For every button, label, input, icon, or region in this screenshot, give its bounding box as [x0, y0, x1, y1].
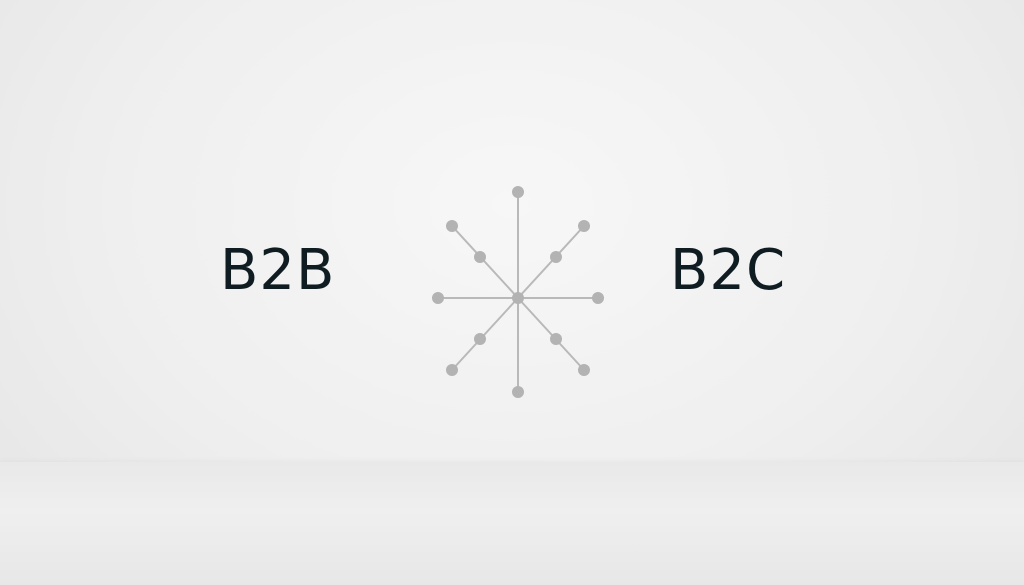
node	[432, 292, 444, 304]
spoke-line	[517, 297, 585, 371]
b2b-label: B2B	[220, 238, 336, 303]
node	[512, 386, 524, 398]
hub-node	[512, 292, 524, 304]
floor-plane	[0, 462, 1024, 585]
node	[446, 364, 458, 376]
node	[592, 292, 604, 304]
spoke-line	[451, 225, 519, 299]
node	[550, 333, 562, 345]
node	[474, 251, 486, 263]
node	[578, 364, 590, 376]
node	[578, 220, 590, 232]
b2c-label: B2C	[670, 238, 787, 303]
node	[550, 251, 562, 263]
network-nodes	[432, 186, 604, 398]
network-hub-icon	[432, 186, 604, 398]
node	[446, 220, 458, 232]
spoke-line	[517, 225, 585, 299]
connector-lines	[438, 192, 598, 392]
node	[474, 333, 486, 345]
node	[512, 186, 524, 198]
spoke-line	[451, 297, 519, 371]
